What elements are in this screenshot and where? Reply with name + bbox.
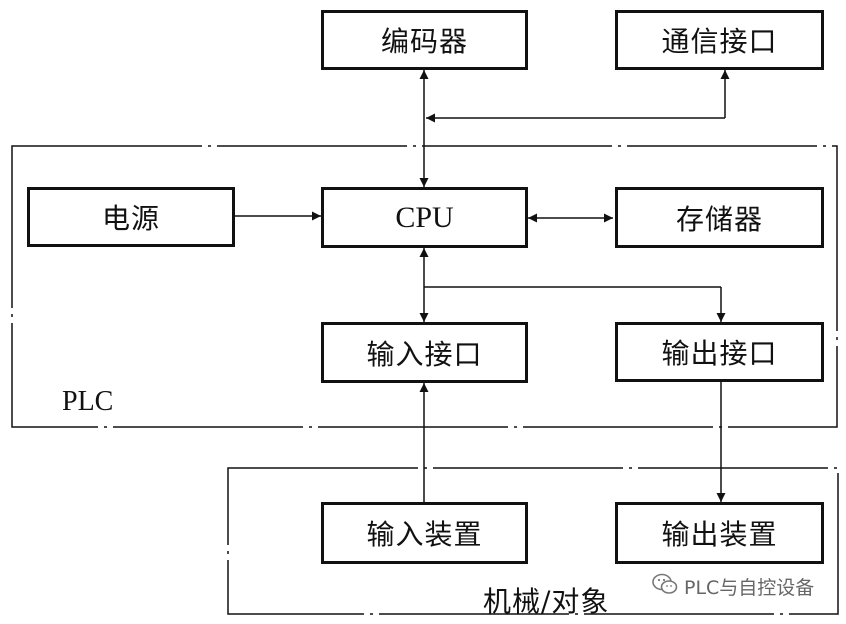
watermark-text: PLC与自控设备 [684, 577, 815, 599]
encoder-box: 编码器 [321, 10, 528, 70]
cpu-box: CPU [321, 187, 528, 248]
input-interface-box: 输入接口 [321, 322, 528, 383]
comm-interface-box: 通信接口 [615, 10, 824, 70]
plc-region-label: PLC [62, 386, 114, 417]
power-box: 电源 [27, 187, 235, 247]
output-interface-box: 输出接口 [615, 322, 824, 382]
watermark: PLC与自控设备 [648, 571, 819, 602]
machine-region-label: 机械/对象 [483, 585, 610, 618]
output-device-box: 输出装置 [615, 502, 824, 564]
input-device-box: 输入装置 [321, 502, 528, 564]
machine-region-frame [227, 467, 839, 615]
wechat-icon [652, 573, 678, 600]
memory-box: 存储器 [615, 187, 824, 248]
